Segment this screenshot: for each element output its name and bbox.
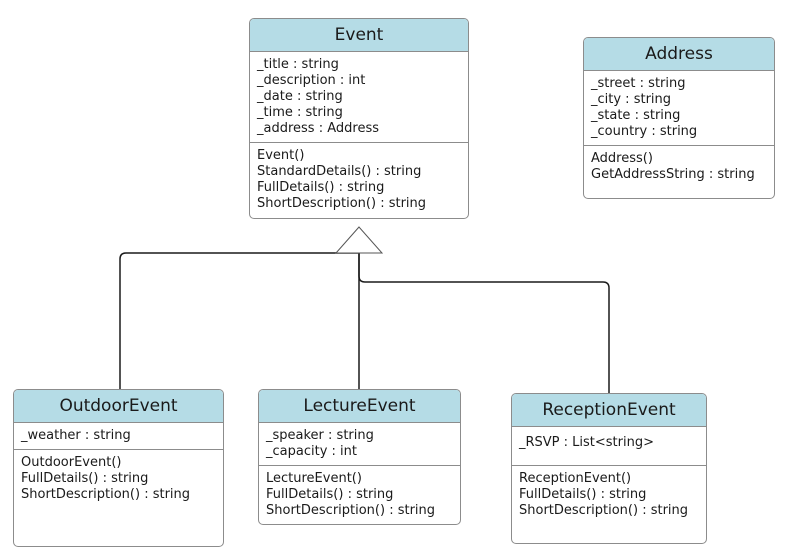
- operation: Event(): [257, 148, 305, 163]
- class-event[interactable]: Event _title : string _description : int…: [249, 18, 469, 219]
- attribute: _capacity : int: [266, 444, 357, 459]
- attribute: _weather : string: [21, 428, 131, 443]
- class-name: ReceptionEvent: [512, 394, 706, 427]
- operations-section: ReceptionEvent() FullDetails() : string …: [512, 465, 706, 524]
- attribute: _state : string: [591, 108, 681, 123]
- attributes-section: _title : string _description : int _date…: [250, 52, 468, 142]
- attribute: _country : string: [591, 124, 698, 139]
- attribute: _title : string: [257, 57, 339, 72]
- operation: ReceptionEvent(): [519, 471, 632, 486]
- attribute: _description : int: [257, 73, 366, 88]
- generalization-line-reception: [358, 253, 610, 394]
- operation: StandardDetails() : string: [257, 164, 422, 179]
- operations-section: Event() StandardDetails() : string FullD…: [250, 142, 468, 217]
- class-lecture-event[interactable]: LectureEvent _speaker : string _capacity…: [258, 389, 461, 525]
- operation: GetAddressString : string: [591, 167, 755, 182]
- operation: ShortDescription() : string: [21, 487, 191, 502]
- operation: FullDetails() : string: [21, 471, 149, 486]
- operation: LectureEvent(): [266, 471, 362, 486]
- attribute: _street : string: [591, 76, 686, 91]
- operations-section: OutdoorEvent() FullDetails() : string Sh…: [14, 449, 223, 508]
- operation: ShortDescription() : string: [519, 503, 689, 518]
- operation: OutdoorEvent(): [21, 455, 122, 470]
- operation: ShortDescription() : string: [266, 503, 436, 518]
- attribute: _city : string: [591, 92, 672, 107]
- operation: ShortDescription() : string: [257, 196, 427, 211]
- generalization-line-outdoor: [119, 252, 358, 390]
- class-name: Event: [250, 19, 468, 52]
- operations-section: LectureEvent() FullDetails() : string Sh…: [259, 465, 460, 524]
- class-name: Address: [584, 38, 774, 71]
- attribute: _time : string: [257, 105, 343, 120]
- operation: FullDetails() : string: [257, 180, 385, 195]
- attributes-section: _speaker : string _capacity : int: [259, 423, 460, 465]
- class-reception-event[interactable]: ReceptionEvent _RSVP : List<string> Rece…: [511, 393, 707, 544]
- class-outdoor-event[interactable]: OutdoorEvent _weather : string OutdoorEv…: [13, 389, 224, 547]
- operation: FullDetails() : string: [266, 487, 394, 502]
- class-address[interactable]: Address _street : string _city : string …: [583, 37, 775, 199]
- operation: Address(): [591, 151, 653, 166]
- attributes-section: _RSVP : List<string>: [512, 427, 706, 465]
- operations-section: Address() GetAddressString : string: [584, 145, 774, 188]
- attribute: _speaker : string: [266, 428, 374, 443]
- attribute: _address : Address: [257, 121, 379, 136]
- attribute: _RSVP : List<string>: [519, 435, 654, 450]
- generalization-arrowhead: [334, 226, 384, 254]
- attributes-section: _weather : string: [14, 423, 223, 449]
- class-name: LectureEvent: [259, 390, 460, 423]
- class-name: OutdoorEvent: [14, 390, 223, 423]
- operation: FullDetails() : string: [519, 487, 647, 502]
- attributes-section: _street : string _city : string _state :…: [584, 71, 774, 145]
- attribute: _date : string: [257, 89, 343, 104]
